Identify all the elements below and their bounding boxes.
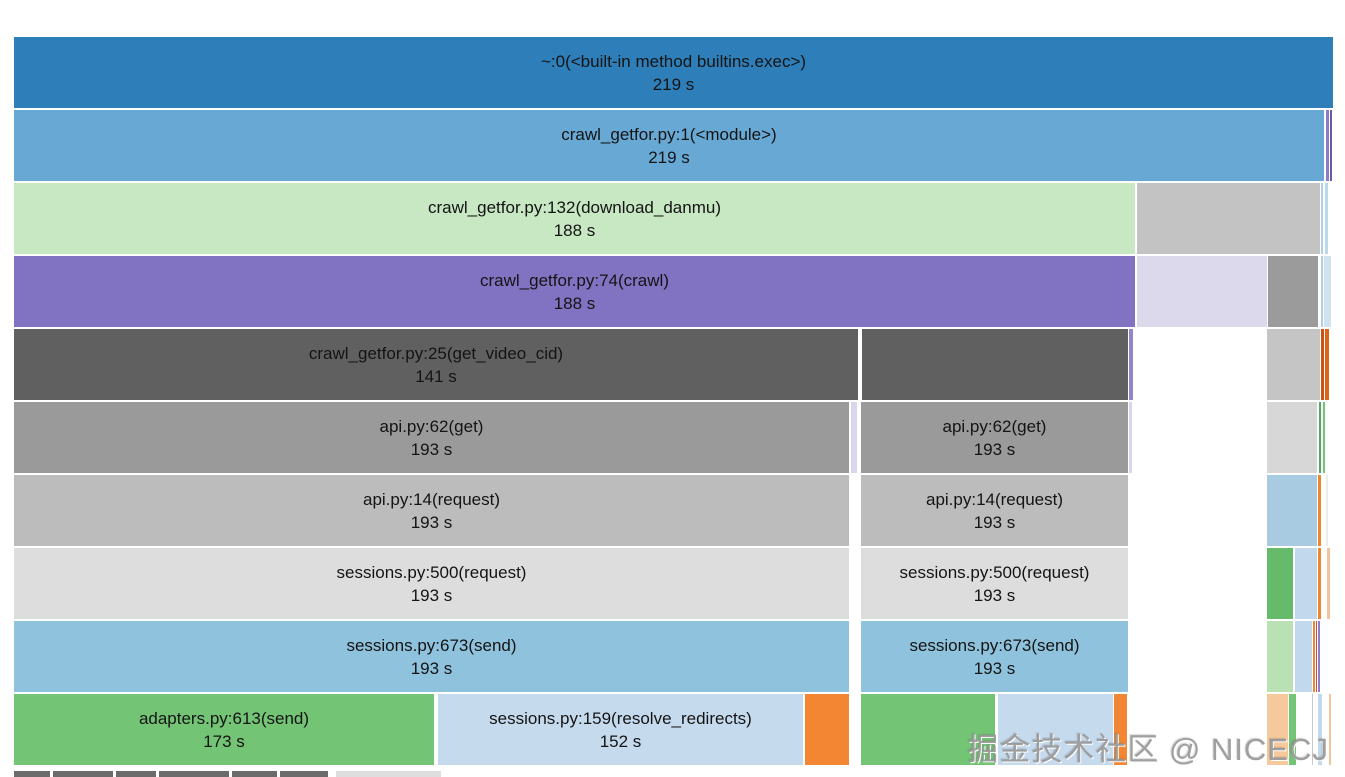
frame-sliver[interactable]	[1289, 694, 1296, 765]
frame-block[interactable]: ~:0(<built-in method builtins.exec>) 219 …	[14, 37, 1333, 108]
frame-function-label: sessions.py:673(send)	[346, 635, 517, 655]
frame-time-label: 141 s	[415, 366, 457, 386]
frame-sliver[interactable]	[805, 694, 849, 765]
frame-sliver[interactable]	[861, 694, 995, 765]
frame-sliver[interactable]	[1329, 694, 1331, 765]
frame-sliver[interactable]	[1319, 402, 1321, 473]
frame-sliver[interactable]	[1313, 621, 1315, 692]
frame-sliver[interactable]	[1267, 621, 1293, 692]
frame-sliver[interactable]	[1327, 548, 1330, 619]
frame-time-label: 193 s	[410, 512, 453, 532]
frame-sliver[interactable]	[280, 771, 328, 777]
frame-time-label: 193 s	[973, 512, 1016, 532]
frame-function-label: ~:0(<built-in method builtins.exec>)	[540, 51, 807, 71]
frame-function-label: sessions.py:500(request)	[899, 562, 1090, 582]
frame-block[interactable]: crawl_getfor.py:132(download_danmu) 188 s	[14, 183, 1135, 254]
frame-time-label: 193 s	[973, 439, 1016, 459]
frame-sliver[interactable]	[1321, 329, 1324, 400]
frame-time-label: 193 s	[410, 439, 453, 459]
frame-sliver[interactable]	[1137, 183, 1320, 254]
frame-function-label: api.py:62(get)	[942, 416, 1047, 436]
frame-sliver[interactable]	[851, 402, 857, 473]
frame-sliver[interactable]	[1295, 548, 1317, 619]
frame-sliver[interactable]	[1321, 183, 1323, 254]
frame-sliver[interactable]	[1325, 183, 1328, 254]
frame-time-label: 219 s	[652, 74, 695, 94]
frame-time-label: 193 s	[410, 658, 453, 678]
frame-sliver[interactable]	[1321, 256, 1323, 327]
frame-sliver[interactable]	[1318, 621, 1320, 692]
frame-sliver[interactable]	[1114, 694, 1127, 765]
frame-block[interactable]: crawl_getfor.py:1(<module>) 219 s	[14, 110, 1324, 181]
frame-block[interactable]: api.py:14(request) 193 s	[861, 475, 1128, 546]
frame-block[interactable]: sessions.py:159(resolve_redirects) 152 s	[438, 694, 803, 765]
frame-sliver[interactable]	[1318, 548, 1321, 619]
frame-sliver[interactable]	[1312, 694, 1313, 765]
frame-function-label: crawl_getfor.py:132(download_danmu)	[428, 197, 721, 217]
frame-function-label: crawl_getfor.py:74(crawl)	[480, 270, 669, 290]
frame-function-label: api.py:14(request)	[925, 489, 1064, 509]
frame-function-label: api.py:14(request)	[362, 489, 501, 509]
frame-sliver[interactable]	[1267, 475, 1317, 546]
frame-time-label: 193 s	[973, 585, 1016, 605]
frame-time-label: 193 s	[410, 585, 453, 605]
frame-sliver[interactable]	[14, 771, 50, 777]
frame-time-label: 188 s	[553, 220, 596, 240]
frame-block[interactable]: crawl_getfor.py:74(crawl) 188 s	[14, 256, 1135, 327]
frame-sliver[interactable]	[1325, 329, 1329, 400]
frame-function-label: sessions.py:500(request)	[336, 562, 527, 582]
frame-block[interactable]: api.py:14(request) 193 s	[14, 475, 849, 546]
frame-sliver[interactable]	[1295, 621, 1312, 692]
frame-sliver[interactable]	[159, 771, 229, 777]
frame-block[interactable]: sessions.py:500(request) 193 s	[14, 548, 849, 619]
frame-sliver[interactable]	[1318, 694, 1322, 765]
frame-block[interactable]: adapters.py:613(send) 173 s	[14, 694, 434, 765]
frame-sliver[interactable]	[862, 329, 1128, 400]
frame-sliver[interactable]	[1323, 402, 1325, 473]
frame-sliver[interactable]	[1137, 256, 1267, 327]
frame-sliver[interactable]	[336, 771, 441, 777]
frame-time-label: 219 s	[648, 147, 690, 167]
frame-sliver[interactable]	[1267, 694, 1288, 765]
frame-sliver[interactable]	[1267, 329, 1320, 400]
frame-function-label: adapters.py:613(send)	[138, 708, 310, 728]
frame-sliver[interactable]	[1316, 621, 1317, 692]
frame-function-label: api.py:62(get)	[379, 416, 484, 436]
frame-sliver[interactable]	[998, 694, 1113, 765]
frame-block[interactable]: api.py:62(get) 193 s	[861, 402, 1128, 473]
frame-sliver[interactable]	[1326, 475, 1328, 546]
frame-sliver[interactable]	[1267, 548, 1293, 619]
frame-sliver[interactable]	[1129, 402, 1132, 473]
frame-block[interactable]: crawl_getfor.py:25(get_video_cid) 141 s	[14, 329, 858, 400]
frame-block[interactable]: sessions.py:500(request) 193 s	[861, 548, 1128, 619]
frame-sliver[interactable]	[1330, 110, 1332, 181]
frame-function-label: crawl_getfor.py:25(get_video_cid)	[308, 343, 564, 363]
frame-block[interactable]: sessions.py:673(send) 193 s	[861, 621, 1128, 692]
frame-time-label: 173 s	[203, 731, 245, 751]
frame-time-label: 193 s	[973, 658, 1016, 678]
frame-time-label: 188 s	[553, 293, 596, 313]
frame-sliver[interactable]	[116, 771, 156, 777]
frame-sliver[interactable]	[53, 771, 113, 777]
frame-sliver[interactable]	[1318, 475, 1321, 546]
frame-block[interactable]: api.py:62(get) 193 s	[14, 402, 849, 473]
frame-sliver[interactable]	[232, 771, 277, 777]
frame-sliver[interactable]	[1326, 110, 1329, 181]
frame-function-label: sessions.py:159(resolve_redirects)	[489, 708, 752, 728]
frame-sliver[interactable]	[1129, 329, 1133, 400]
frame-function-label: sessions.py:673(send)	[909, 635, 1080, 655]
frame-time-label: 152 s	[599, 731, 642, 751]
frame-function-label: crawl_getfor.py:1(<module>)	[561, 124, 777, 144]
frame-sliver[interactable]	[1324, 256, 1331, 327]
frame-sliver[interactable]	[1268, 256, 1318, 327]
frame-sliver[interactable]	[1267, 402, 1317, 473]
frame-block[interactable]: sessions.py:673(send) 193 s	[14, 621, 849, 692]
